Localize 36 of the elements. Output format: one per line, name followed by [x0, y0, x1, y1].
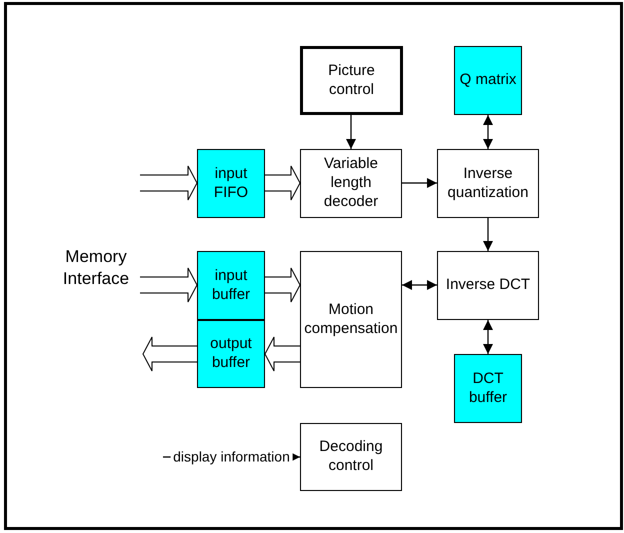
box-label: Inverse DCT — [444, 276, 532, 295]
arrow — [483, 115, 493, 149]
arrow — [402, 280, 437, 290]
bus-arrow — [140, 268, 198, 302]
process-box — [437, 149, 539, 218]
box-label: input FIFO — [212, 164, 250, 202]
arrow — [483, 218, 493, 251]
bus-arrow — [142, 336, 198, 372]
box-label: Picture control — [327, 62, 376, 100]
box-label: DCT buffer — [468, 370, 508, 408]
side-label: Memory Interface — [62, 246, 130, 290]
box-label: output buffer — [209, 335, 253, 373]
bus-arrow — [264, 268, 301, 302]
process-box — [437, 251, 539, 320]
process-box — [300, 251, 402, 388]
process-box — [197, 251, 265, 320]
process-box — [300, 46, 403, 115]
bus-arrow — [264, 166, 301, 200]
process-box — [300, 423, 402, 491]
box-label: Decoding control — [318, 438, 384, 476]
box-label: Motion compensation — [303, 300, 399, 338]
bus-arrow — [140, 166, 198, 200]
process-box — [197, 320, 265, 388]
arrow — [402, 178, 437, 188]
box-label: Variable length decoder — [322, 155, 380, 212]
box-label: input buffer — [210, 266, 252, 304]
arrow — [483, 320, 493, 354]
edge-label: display information — [170, 448, 293, 466]
process-box — [454, 354, 522, 423]
process-box — [454, 46, 522, 115]
bus-arrow — [264, 336, 300, 372]
process-box — [300, 149, 402, 218]
box-label: Inverse quantization — [446, 164, 530, 202]
box-label: Q matrix — [458, 71, 518, 90]
arrow — [346, 115, 356, 149]
process-box — [197, 149, 265, 218]
